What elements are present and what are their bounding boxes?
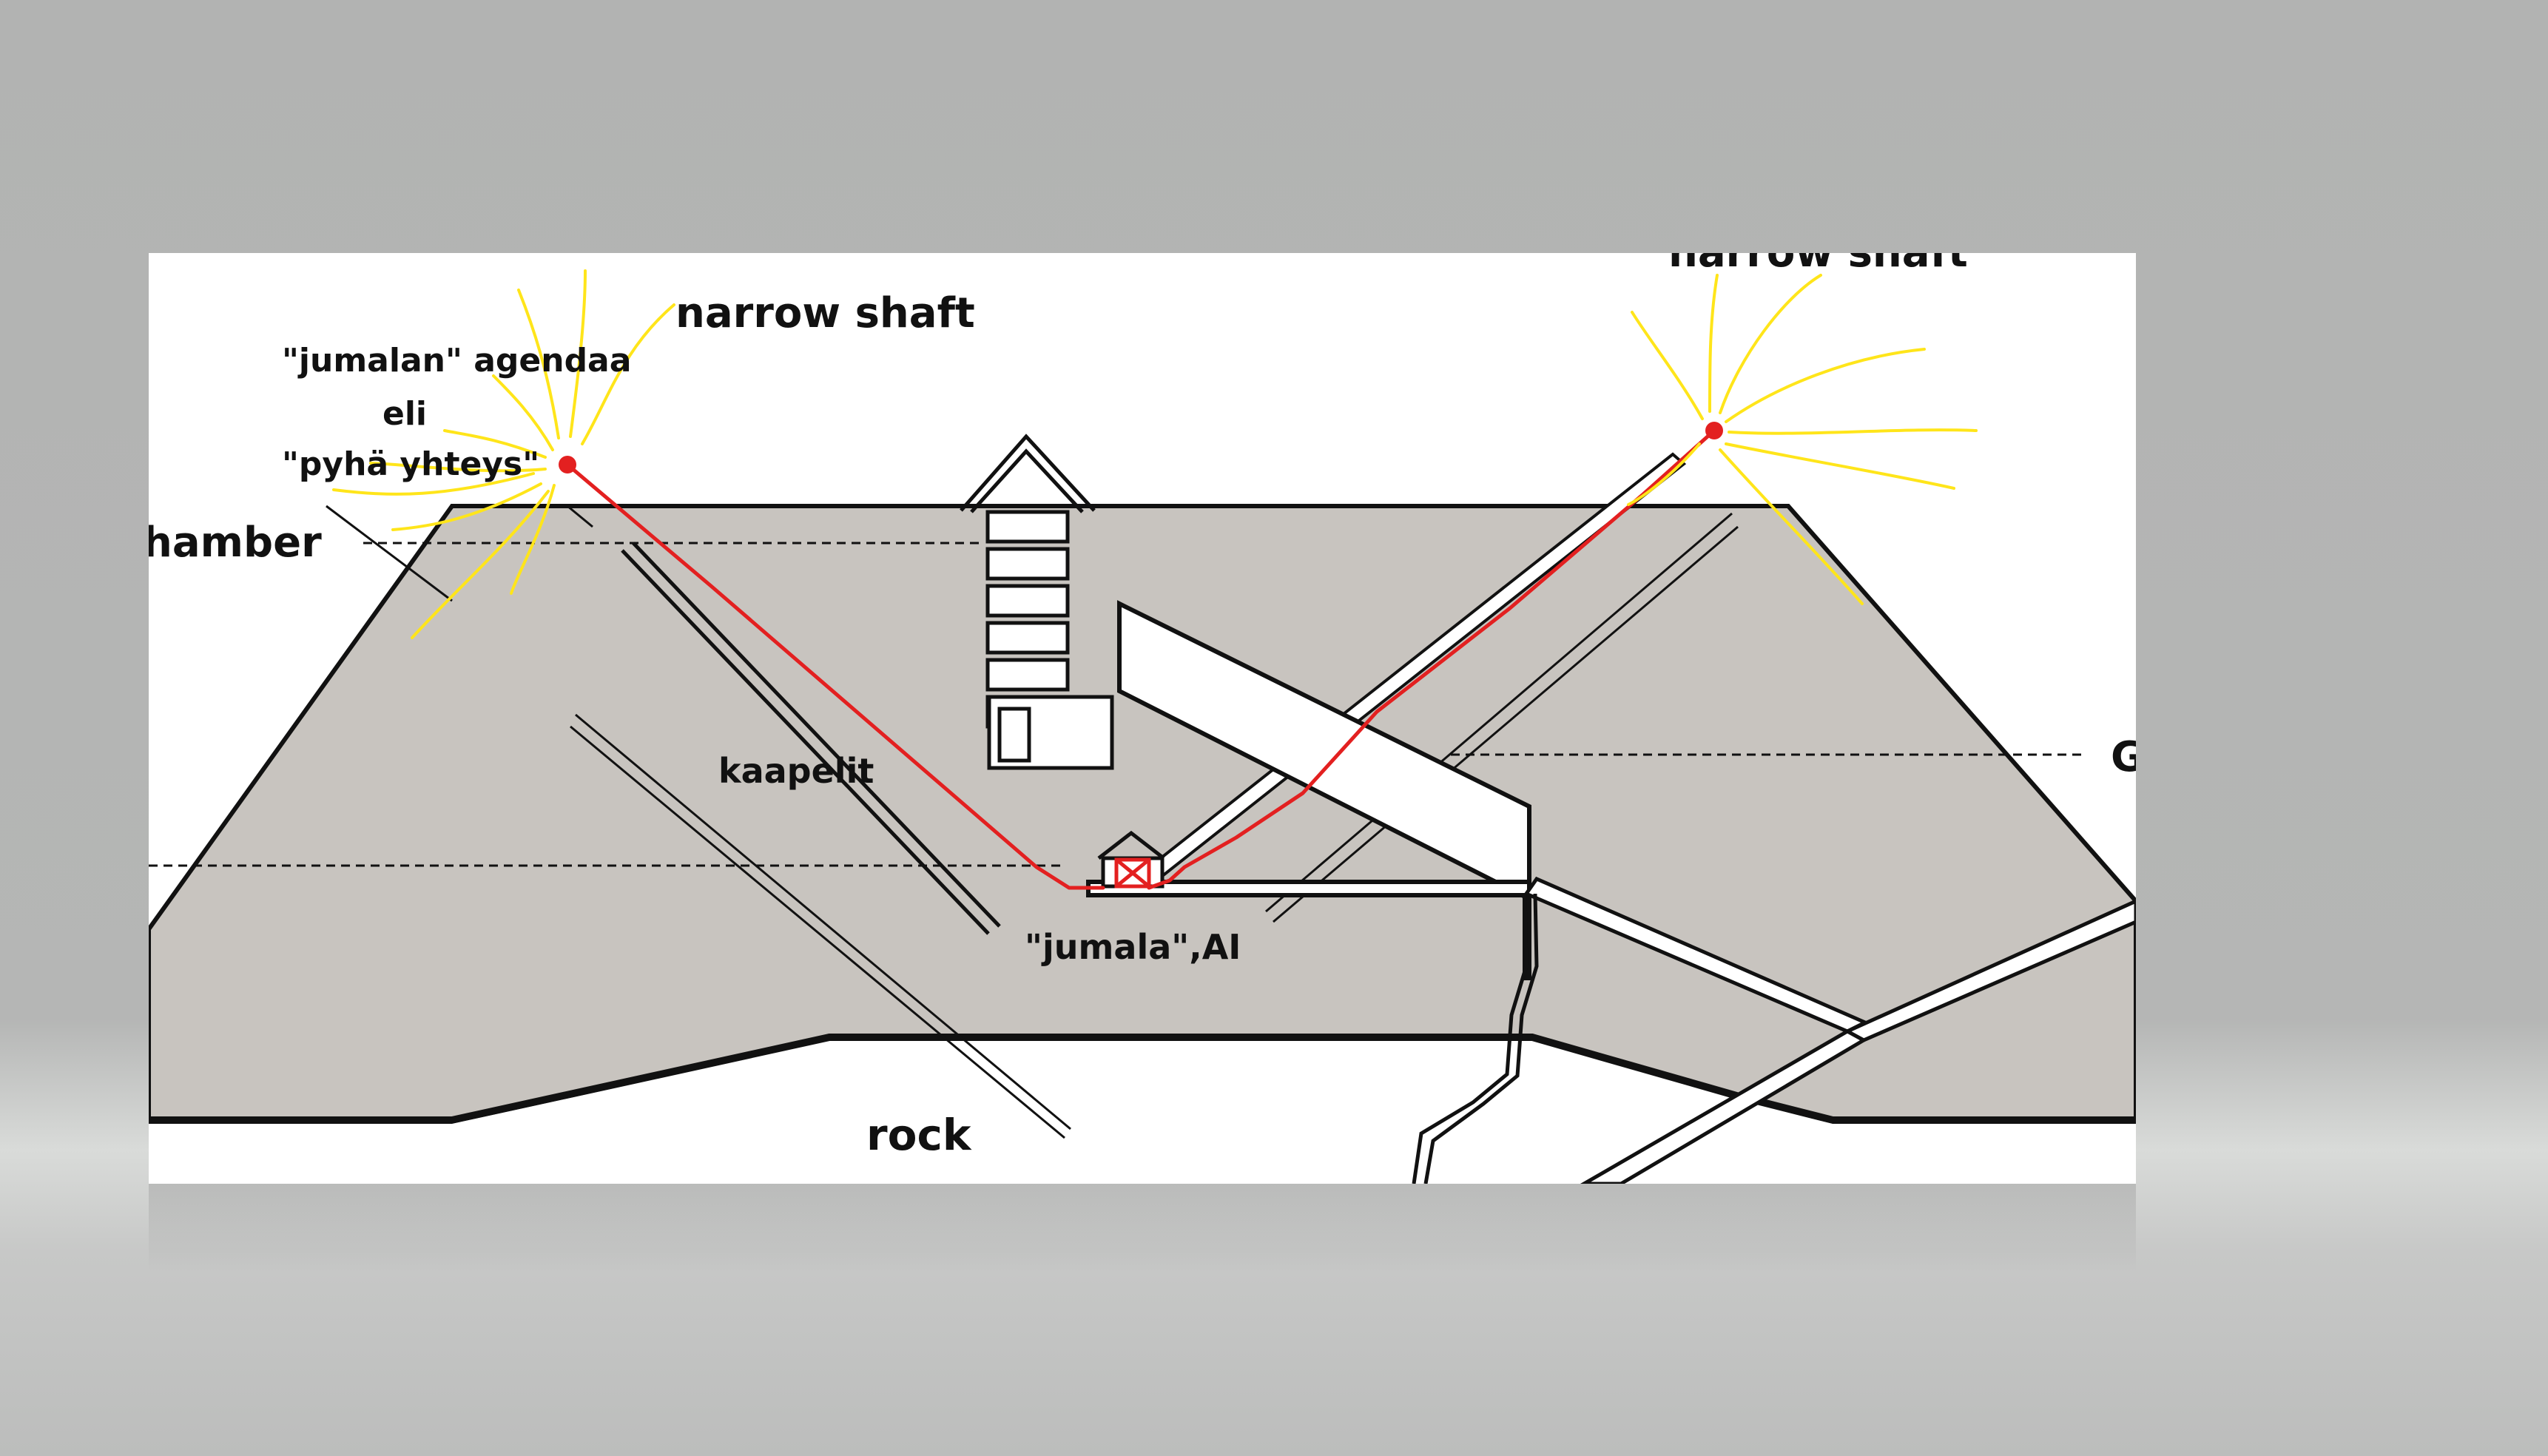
rock-area: [149, 1042, 2136, 1184]
label-narrow-shaft-right: narrow shaft: [1668, 253, 1968, 277]
label-agenda-line2: eli: [382, 395, 427, 433]
well-shaft: [1423, 893, 1539, 1184]
cable-left: [565, 462, 1105, 890]
grand-gallery: [1117, 600, 1531, 980]
rock-outline: [149, 1034, 2136, 1124]
label-agenda-line1: "jumalan" agendaa: [282, 342, 631, 380]
label-narrow-shaft-left: narrow shaft: [675, 289, 975, 337]
connection-point-left: [559, 456, 576, 473]
pyramid-diagram: "jumalan" agendaa eli "pyhä yhteys" hamb…: [149, 253, 2136, 1184]
label-god-ai: "jumala",AI: [1025, 927, 1241, 967]
right-thin-shaft: [1273, 525, 1739, 923]
label-cut-letter-right: G: [2111, 733, 2136, 781]
crossed-box-icon: [1114, 857, 1151, 889]
label-agenda-line3: "pyhä yhteys": [282, 445, 539, 483]
cable-right: [1147, 428, 1716, 890]
narrow-shaft-left-wall: [632, 542, 1001, 928]
connection-point-right: [1705, 422, 1723, 439]
left-thin-shaft: [570, 725, 1065, 1139]
left-thin-shaft: [575, 713, 1071, 1130]
label-rock: rock: [866, 1110, 972, 1160]
rays-left: [332, 269, 675, 639]
right-thin-shaft: [1265, 512, 1733, 913]
diagram-canvas: "jumalan" agendaa eli "pyhä yhteys" hamb…: [149, 253, 2136, 1184]
well-shaft: [1412, 893, 1529, 1184]
rays-right: [1627, 274, 1978, 605]
outer-casing-line: [326, 505, 453, 602]
label-cables: kaapelit: [718, 751, 874, 791]
floor-reflection: [149, 1184, 2136, 1273]
descending-passage-3: [1580, 1029, 1868, 1184]
outer-casing-line: [567, 505, 593, 528]
kings-chamber: [960, 434, 1114, 770]
label-chamber: hamber: [149, 519, 322, 567]
narrow-shaft-left-wall: [621, 549, 990, 935]
